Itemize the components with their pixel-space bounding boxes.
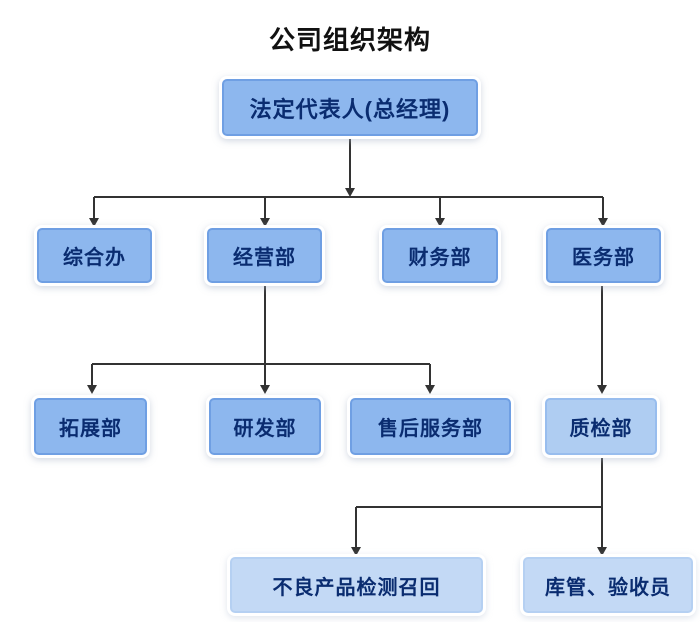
org-node-after-sales: 售后服务部 [350, 398, 511, 455]
org-node-root: 法定代表人(总经理) [222, 79, 478, 136]
org-node-general-office: 综合办 [37, 228, 152, 283]
org-node-rnd: 研发部 [209, 398, 321, 455]
org-node-quality: 质检部 [545, 398, 657, 455]
connector-medical-to-quality [597, 283, 607, 394]
org-node-recall: 不良产品检测召回 [230, 557, 483, 613]
org-node-operations: 经营部 [207, 228, 322, 283]
connector-root-to-level2 [89, 136, 608, 227]
org-node-warehouse: 库管、验收员 [523, 557, 693, 613]
connector-quality-to-level4 [351, 455, 607, 556]
org-node-finance: 财务部 [382, 228, 498, 283]
connector-operations-to-level3 [87, 283, 435, 394]
org-node-medical: 医务部 [546, 228, 661, 283]
org-node-expansion: 拓展部 [34, 398, 147, 455]
chart-title: 公司组织架构 [268, 25, 431, 55]
